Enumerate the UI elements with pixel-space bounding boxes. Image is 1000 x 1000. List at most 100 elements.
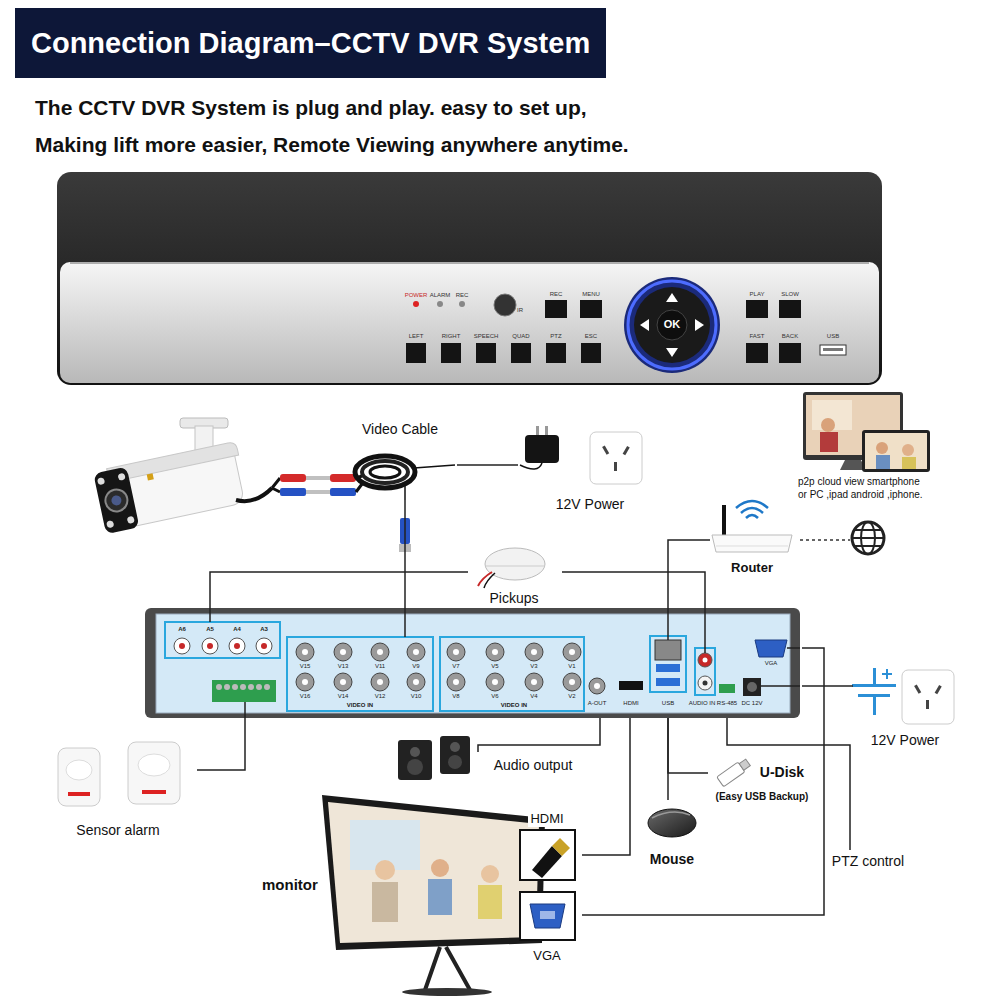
node-label: HDMI <box>528 812 565 827</box>
wall-outlet <box>926 700 929 709</box>
node-label: 12V Power <box>556 496 624 512</box>
node-label: Sensor alarm <box>76 822 159 838</box>
dvr-back-panel <box>264 684 270 690</box>
dvr-front-illustration <box>413 301 419 307</box>
dvr-back-panel <box>296 673 314 691</box>
cable-connectors <box>280 488 306 496</box>
port-label: V10 <box>411 693 422 700</box>
port-label: V4 <box>530 693 537 700</box>
dvr-back-panel <box>371 673 389 691</box>
button-label: MENU <box>582 291 600 298</box>
internet-globe <box>852 530 884 546</box>
dvr-back-panel <box>216 684 222 690</box>
dvr-back-panel <box>486 643 504 661</box>
mouse-icon <box>652 812 690 818</box>
speaker-icons <box>398 736 470 780</box>
subtitle-text: Making lift more easier, Remote Viewing … <box>35 133 629 157</box>
power-supply: 12V Power <box>853 665 964 752</box>
dvr-front-illustration <box>70 263 869 264</box>
ptz-control: PTZ control <box>824 850 912 874</box>
bullet-camera <box>97 477 105 485</box>
dvr-front-illustration <box>746 300 768 318</box>
power-adapter-icon <box>590 432 642 484</box>
pir-sensors <box>58 742 180 806</box>
dvr-back-panel <box>563 643 581 661</box>
port-label: A-OUT <box>588 700 607 707</box>
node-label: Video Cable <box>362 421 438 437</box>
speaker-icons <box>440 736 470 774</box>
dvr-back-panel <box>377 649 383 655</box>
dvr-front-illustration <box>57 172 882 385</box>
sensor-alarm: Sensor alarm <box>43 735 197 842</box>
power-adapter-icon <box>525 435 559 463</box>
dvr-front-illustration <box>666 348 678 357</box>
router-icon <box>716 546 788 547</box>
dvr-back-panel <box>234 643 240 649</box>
dvr-front-illustration <box>820 345 846 355</box>
button-label: PTZ <box>550 333 561 340</box>
dvr-back-panel <box>296 643 314 661</box>
dvr-back-panel <box>413 649 419 655</box>
dvr-back-panel <box>261 643 267 649</box>
dvr-front-illustration <box>494 294 516 316</box>
monitor-illustration <box>328 802 539 943</box>
dc-power-symbol <box>852 684 896 687</box>
button-label: OK <box>664 318 681 331</box>
power-adapter-icon <box>520 463 542 469</box>
dvr-back-panel <box>486 673 504 691</box>
button-label: ESC <box>585 333 597 340</box>
dvr-front-illustration <box>546 343 566 363</box>
port-label: A6 <box>178 626 186 633</box>
connector-line <box>582 718 630 855</box>
speaker-icons <box>407 759 423 775</box>
dvr-front-illustration <box>459 301 465 307</box>
speaker-icons <box>398 740 432 780</box>
p2p-devices <box>876 455 890 469</box>
dvr-front-illustration <box>580 300 602 318</box>
cable-connectors <box>272 474 362 496</box>
cable-coil <box>362 461 408 483</box>
port-label: V5 <box>491 663 498 670</box>
wall-outlet <box>902 670 954 724</box>
monitor-illustration <box>478 885 502 919</box>
dc-power-symbol <box>858 694 890 697</box>
port-label: V6 <box>491 693 498 700</box>
cable-connectors <box>280 474 306 482</box>
dvr-back-panel <box>302 679 308 685</box>
port-label: V13 <box>338 663 349 670</box>
port-stub-wires <box>210 608 800 718</box>
usb-disk: U-Disk (Easy USB Backup) <box>708 760 818 806</box>
connector-line <box>210 572 468 608</box>
dvr-back-panel <box>256 684 262 690</box>
dvr-back-panel <box>703 658 708 663</box>
dvr-back-panel <box>340 649 346 655</box>
dvr-front-illustration <box>628 281 716 369</box>
port-label: V3 <box>530 663 537 670</box>
router-icon <box>712 535 792 552</box>
pir-sensors <box>128 742 180 804</box>
node-label: VGA <box>533 949 560 964</box>
dc-power-symbol <box>873 697 876 715</box>
node-label: VIDEO IN <box>347 702 373 709</box>
power-adapter-icon <box>623 446 630 455</box>
port-label: HDMI <box>623 700 638 707</box>
node-label: U-Disk <box>760 764 804 780</box>
device-label: monitor <box>262 876 318 893</box>
power-adapter-icon <box>545 426 548 435</box>
node-label: (Easy USB Backup) <box>716 791 809 803</box>
node-label: PTZ control <box>832 853 904 869</box>
port-label: V9 <box>412 663 419 670</box>
dvr-back-panel <box>755 640 787 657</box>
dvr-back-panel <box>569 679 575 685</box>
dvr-back-panel <box>407 643 425 661</box>
port-label: V2 <box>568 693 575 700</box>
wall-outlet <box>935 685 942 694</box>
power-adapter-icon <box>520 426 642 484</box>
connector-line <box>197 718 245 770</box>
usb-stick-icon <box>717 757 752 786</box>
dc-power-symbol <box>873 668 876 684</box>
dvr-back-panel <box>531 679 537 685</box>
button-label: BACK <box>782 333 798 340</box>
dvr-back-panel <box>698 676 712 690</box>
dvr-back-panel <box>229 638 245 654</box>
